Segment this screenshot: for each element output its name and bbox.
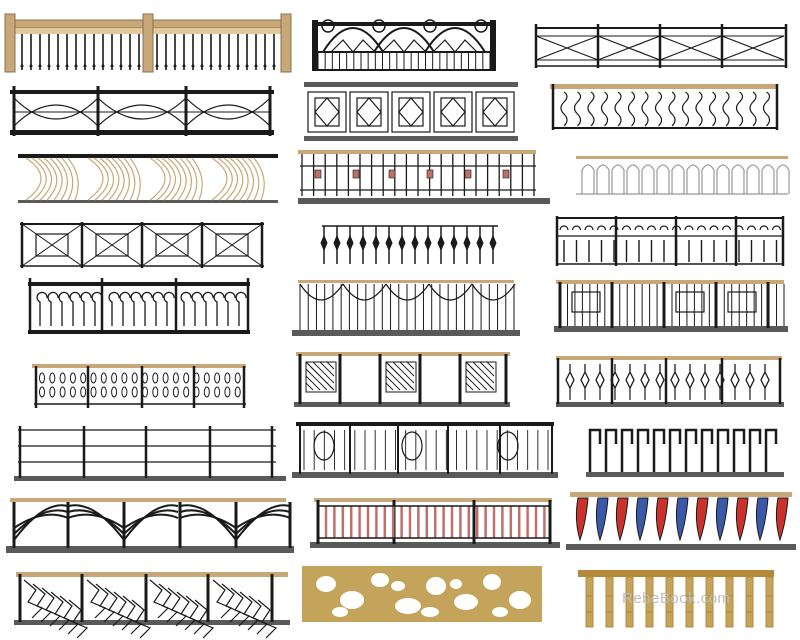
railing-20	[292, 422, 558, 478]
railing-7	[18, 154, 278, 203]
railing-2	[312, 19, 496, 71]
railing-10	[20, 222, 264, 268]
railing-17	[294, 352, 510, 407]
railing-27	[578, 570, 774, 628]
railing-23	[310, 498, 560, 548]
watermark-logo: RebeBook.com	[622, 590, 792, 612]
railing-26	[302, 566, 542, 622]
railing-1	[4, 13, 292, 73]
railing-21	[586, 428, 784, 477]
railing-12	[555, 216, 785, 266]
railing-24	[566, 492, 796, 550]
railing-5	[304, 82, 518, 141]
railing-8	[298, 150, 550, 204]
railing-6	[550, 84, 779, 130]
railing-4	[10, 86, 274, 136]
railing-13	[28, 278, 250, 334]
railing-3	[534, 24, 788, 68]
railing-11	[320, 225, 498, 264]
railing-9	[576, 156, 790, 195]
watermark-text: RebeBook.com	[622, 590, 731, 607]
railing-19	[14, 426, 286, 481]
railing-22	[6, 498, 294, 553]
railing-15	[554, 280, 788, 332]
railing-25	[14, 572, 290, 639]
railing-18	[556, 356, 784, 407]
railing-16	[32, 364, 246, 408]
railing-14	[292, 280, 520, 336]
